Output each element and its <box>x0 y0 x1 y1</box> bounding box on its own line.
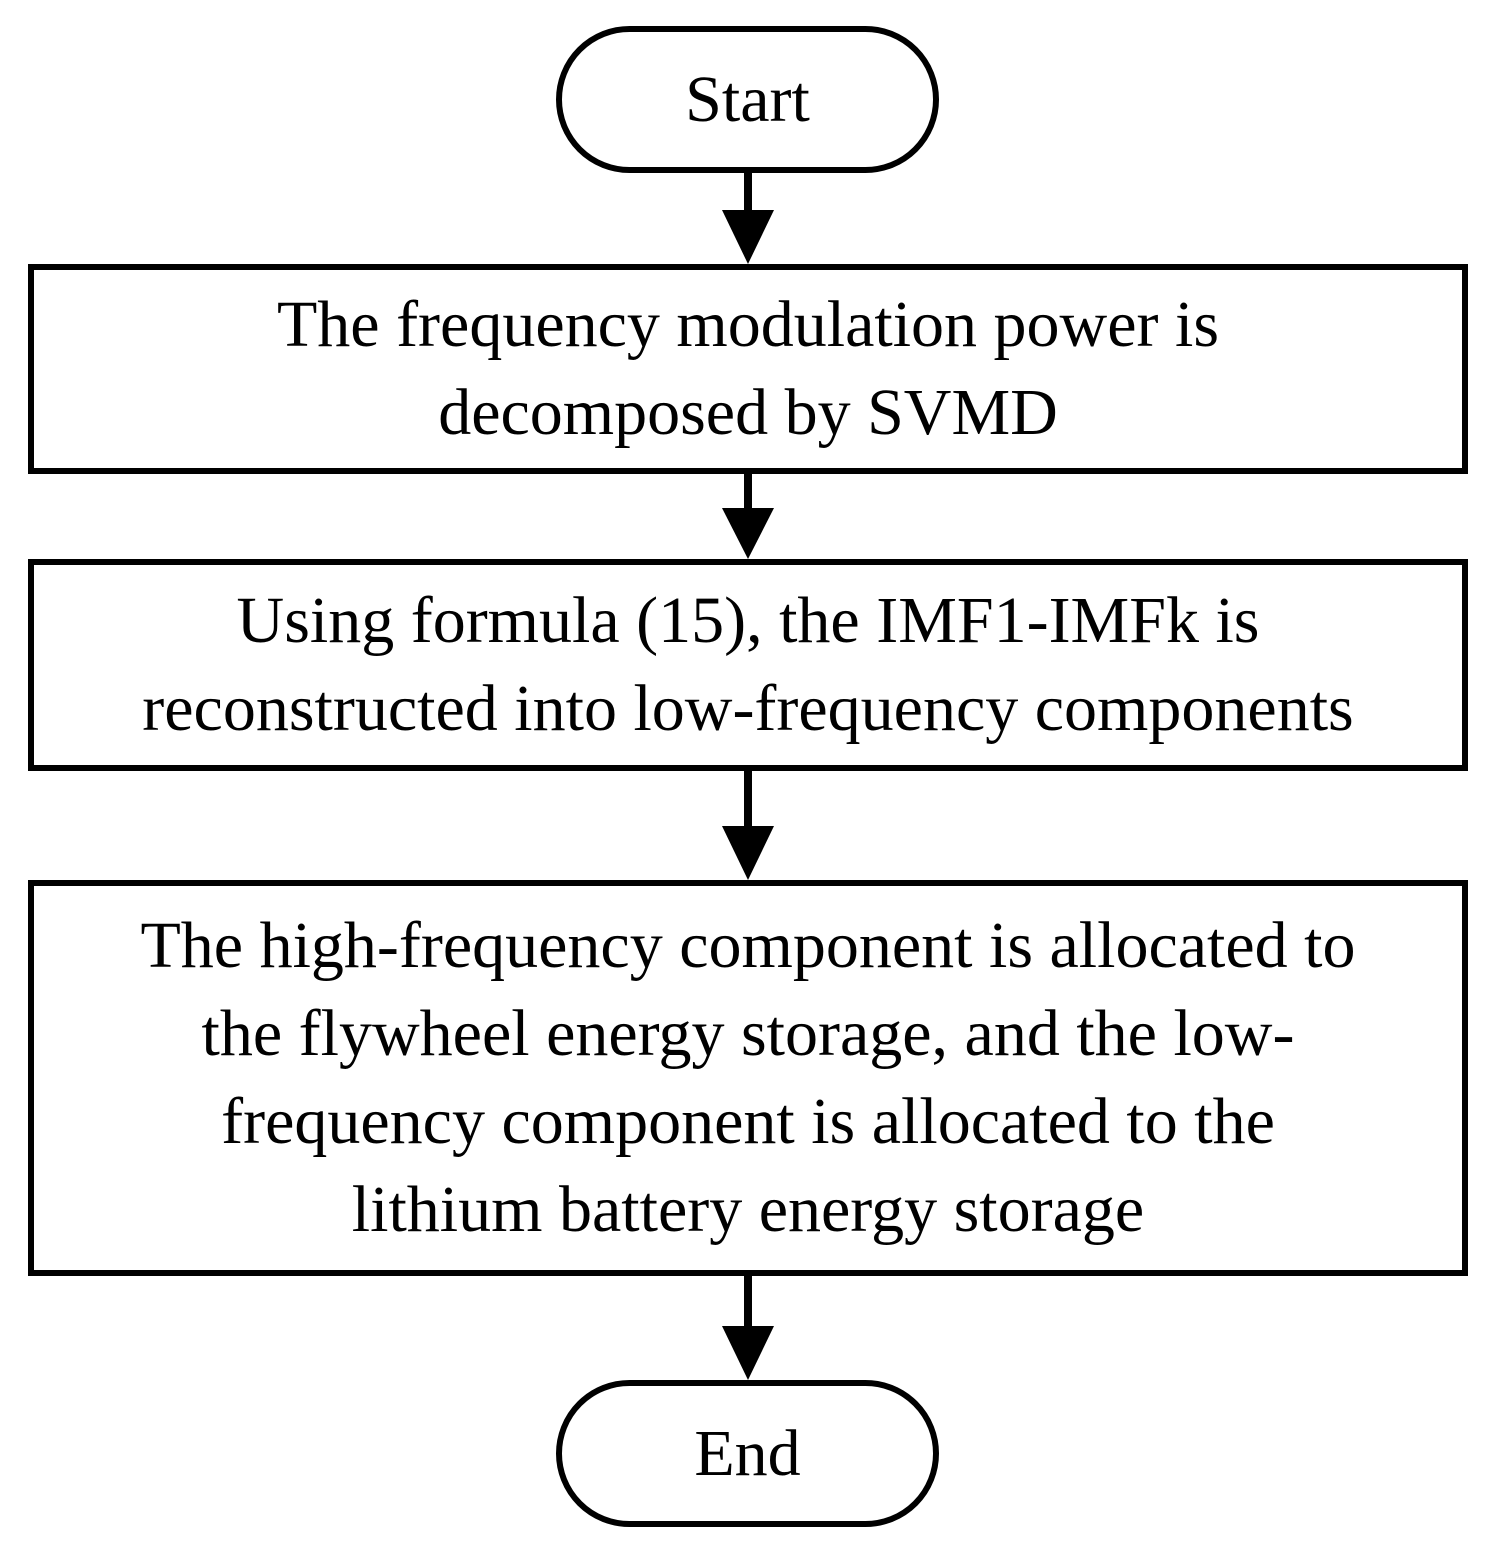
end-terminal: End <box>556 1380 939 1527</box>
process-text-line: decomposed by SVMD <box>438 376 1058 449</box>
start-label: Start <box>685 62 810 136</box>
arrow-step-3-to-end <box>722 1276 774 1380</box>
arrow-step-1-to-step-2 <box>722 474 774 559</box>
process-text-line: lithium battery energy storage <box>351 1173 1145 1246</box>
process-box-reconstruct: Using formula (15), the IMF1-IMFk is rec… <box>28 559 1468 771</box>
process-text-line: Using formula (15), the IMF1-IMFk is <box>236 584 1260 657</box>
arrow-start-to-step-1 <box>722 173 774 264</box>
end-label: End <box>694 1416 801 1490</box>
process-text-line: The high-frequency component is allocate… <box>140 909 1356 982</box>
process-text-line: The frequency modulation power is <box>276 288 1220 361</box>
process-text-line: reconstructed into low-frequency compone… <box>142 672 1354 745</box>
arrow-step-2-to-step-3 <box>722 771 774 880</box>
process-box-decompose: The frequency modulation power is decomp… <box>28 264 1468 474</box>
start-terminal: Start <box>556 26 939 173</box>
process-box-allocate: The high-frequency component is allocate… <box>28 880 1468 1276</box>
process-text-line: the flywheel energy storage, and the low… <box>201 997 1295 1070</box>
process-text-line: frequency component is allocated to the <box>221 1085 1275 1158</box>
